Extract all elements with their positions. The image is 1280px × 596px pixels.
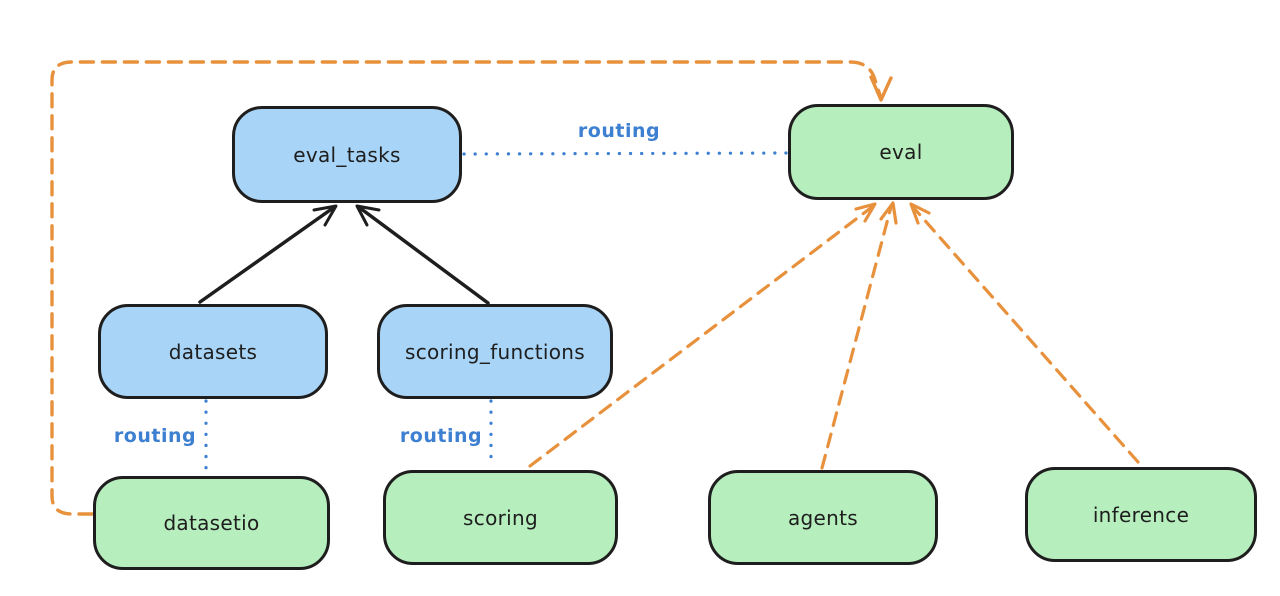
arrowhead-datasets-eval-tasks [312, 204, 338, 227]
node-scoring-functions-label: scoring_functions [404, 339, 586, 364]
node-scoring-functions: scoring_functions [377, 304, 613, 399]
edge-datasetio-eval [50, 60, 882, 516]
node-scoring: scoring [383, 470, 618, 565]
edge-datasets-eval-tasks [198, 206, 335, 304]
edge-scoring-functions-eval-tasks [358, 206, 490, 305]
arrowhead-datasetio-eval [869, 75, 893, 102]
edge-inference-eval [911, 205, 1140, 464]
edge-scoring-eval [528, 205, 874, 468]
node-agents: agents [708, 470, 938, 565]
node-datasets: datasets [98, 304, 328, 399]
node-datasets-label: datasets [168, 339, 258, 364]
edge-routing-eval-tasks-eval [462, 151, 788, 156]
edge-agents-eval [820, 205, 893, 470]
node-scoring-label: scoring [463, 505, 538, 530]
node-inference-label: inference [1092, 502, 1190, 527]
node-agents-label: agents [788, 505, 858, 530]
node-eval: eval [788, 104, 1014, 200]
node-datasetio-label: datasetio [163, 511, 260, 535]
routing-label-scoring-functions-scoring: routing [399, 425, 483, 447]
node-eval-tasks: eval_tasks [232, 106, 462, 203]
arrowhead-scoring-functions-eval-tasks [355, 204, 381, 227]
node-datasetio: datasetio [93, 476, 330, 570]
arrowhead-agents-eval [879, 201, 898, 225]
node-eval-tasks-label: eval_tasks [293, 142, 401, 167]
node-inference: inference [1025, 467, 1257, 562]
routing-label-eval-tasks-eval: routing [577, 120, 661, 142]
arrowhead-scoring-eval [854, 202, 877, 223]
node-eval-label: eval [879, 140, 923, 164]
arrowhead-inference-eval [909, 202, 931, 225]
routing-label-datasets-datasetio: routing [113, 425, 197, 447]
